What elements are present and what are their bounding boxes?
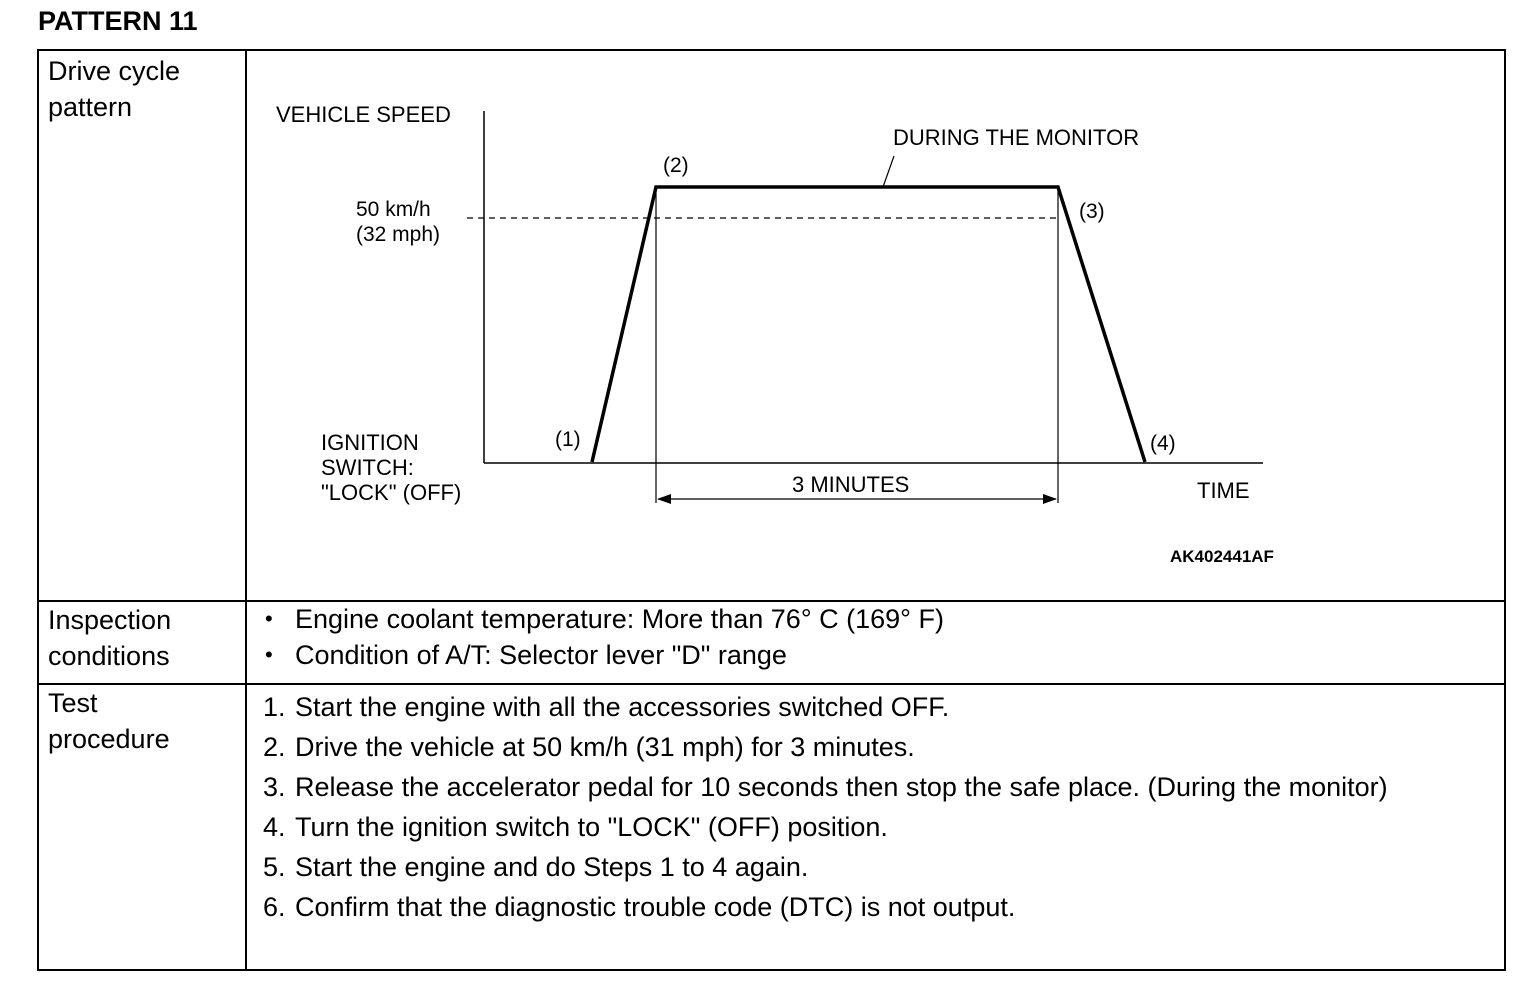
- point-label: (1): [555, 428, 581, 451]
- step-number: 1.: [263, 692, 286, 722]
- monitor-label: DURING THE MONITOR: [893, 125, 1139, 150]
- test-label: Test procedure: [48, 685, 170, 757]
- point-label: (2): [663, 154, 689, 177]
- speed-label: 50 km/h: [356, 198, 431, 221]
- list-item: 1. Start the engine with all the accessor…: [263, 689, 1483, 725]
- inspection-label-line: Inspection: [48, 605, 172, 635]
- drive-cycle-label-line: pattern: [48, 92, 133, 122]
- list-item: Engine coolant temperature: More than 76…: [263, 601, 944, 637]
- list-item: 6. Confirm that the diagnostic trouble co…: [263, 889, 1483, 925]
- list-item: Condition of A/T: Selector lever "D" ran…: [263, 637, 944, 673]
- ignition-label: "LOCK" (OFF): [321, 480, 461, 505]
- row-divider: [39, 683, 1504, 685]
- drive-cycle-table: Drive cycle pattern Inspection condition…: [37, 49, 1506, 971]
- step-text: Release the accelerator pedal for 10 sec…: [295, 772, 1388, 802]
- step-number: 5.: [263, 852, 286, 882]
- inspection-label-line: conditions: [48, 641, 170, 671]
- list-item: 3. Release the accelerator pedal for 10 s…: [263, 769, 1483, 805]
- drive-cycle-label: Drive cycle pattern: [48, 53, 180, 125]
- y-axis-label: VEHICLE SPEED: [276, 102, 451, 127]
- step-text: Confirm that the diagnostic trouble code…: [295, 892, 1016, 922]
- list-item: 4. Turn the ignition switch to "LOCK" (OF…: [263, 809, 1483, 845]
- inspection-label: Inspection conditions: [48, 602, 171, 674]
- step-text: Drive the vehicle at 50 km/h (31 mph) fo…: [295, 732, 915, 762]
- x-axis-label: TIME: [1197, 478, 1250, 503]
- test-label-line: Test: [48, 688, 98, 718]
- point-label: (4): [1150, 432, 1176, 455]
- list-item: 2. Drive the vehicle at 50 km/h (31 mph) …: [263, 729, 1483, 765]
- step-text: Turn the ignition switch to "LOCK" (OFF)…: [295, 812, 888, 842]
- column-divider: [245, 51, 247, 969]
- drive-cycle-label-line: Drive cycle: [48, 56, 181, 86]
- page-title: PATTERN 11: [38, 6, 198, 36]
- point-label: (3): [1079, 200, 1105, 223]
- step-number: 6.: [263, 892, 286, 922]
- test-procedure-list: 1. Start the engine with all the accessor…: [263, 689, 1483, 929]
- step-text: Start the engine with all the accessorie…: [295, 692, 950, 722]
- test-label-line: procedure: [48, 724, 170, 754]
- speed-label-mph: (32 mph): [356, 223, 440, 246]
- figure-code: AK402441AF: [1170, 547, 1274, 566]
- drive-cycle-diagram: VEHICLE SPEED 50 km/h (32 mph) IGNITION …: [276, 102, 1274, 566]
- step-text: Start the engine and do Steps 1 to 4 aga…: [295, 852, 809, 882]
- list-item: 5. Start the engine and do Steps 1 to 4 a…: [263, 849, 1483, 885]
- speed-trace: [590, 185, 1147, 463]
- step-number: 4.: [263, 812, 286, 842]
- step-number: 2.: [263, 732, 286, 762]
- monitor-leader-line: [882, 155, 895, 188]
- ignition-label: SWITCH:: [321, 455, 414, 480]
- step-number: 3.: [263, 772, 286, 802]
- inspection-conditions-list: Engine coolant temperature: More than 76…: [263, 601, 944, 673]
- duration-label: 3 MINUTES: [792, 472, 909, 497]
- ignition-label: IGNITION: [321, 430, 419, 455]
